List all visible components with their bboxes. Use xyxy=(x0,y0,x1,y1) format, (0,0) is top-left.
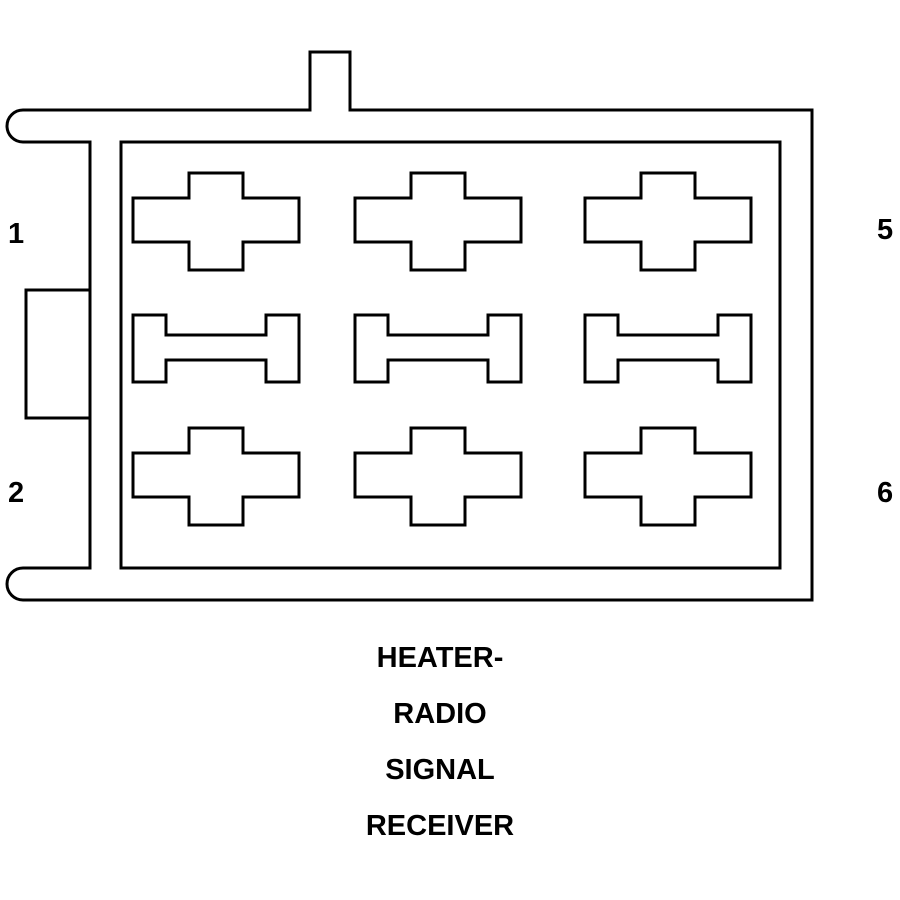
terminal-cavity-top-3 xyxy=(583,171,753,272)
pin-label-1: 1 xyxy=(8,218,25,250)
caption-line: RADIO xyxy=(393,698,487,730)
pin-label-5: 5 xyxy=(877,214,894,246)
caption-line: SIGNAL xyxy=(385,754,495,786)
terminal-cavity-top-2 xyxy=(353,171,523,272)
connector-side-tab xyxy=(24,288,90,420)
pin-label-6: 6 xyxy=(877,477,894,509)
terminal-cavity-middle-1 xyxy=(131,313,301,384)
connector-caption: HEATER- RADIO SIGNAL RECEIVER xyxy=(290,636,590,860)
connector-housing-outline xyxy=(5,50,814,602)
terminal-cavity-middle-3 xyxy=(583,313,753,384)
pin-label-2: 2 xyxy=(8,477,25,509)
terminal-cavity-top-1 xyxy=(131,171,301,272)
terminal-cavity-bottom-1 xyxy=(131,426,301,527)
connector-inner-frame xyxy=(119,140,782,570)
terminal-cavity-bottom-3 xyxy=(583,426,753,527)
terminal-cavity-middle-2 xyxy=(353,313,523,384)
caption-line: RECEIVER xyxy=(365,810,515,842)
terminal-cavity-bottom-2 xyxy=(353,426,523,527)
caption-line: HEATER- xyxy=(376,642,504,674)
